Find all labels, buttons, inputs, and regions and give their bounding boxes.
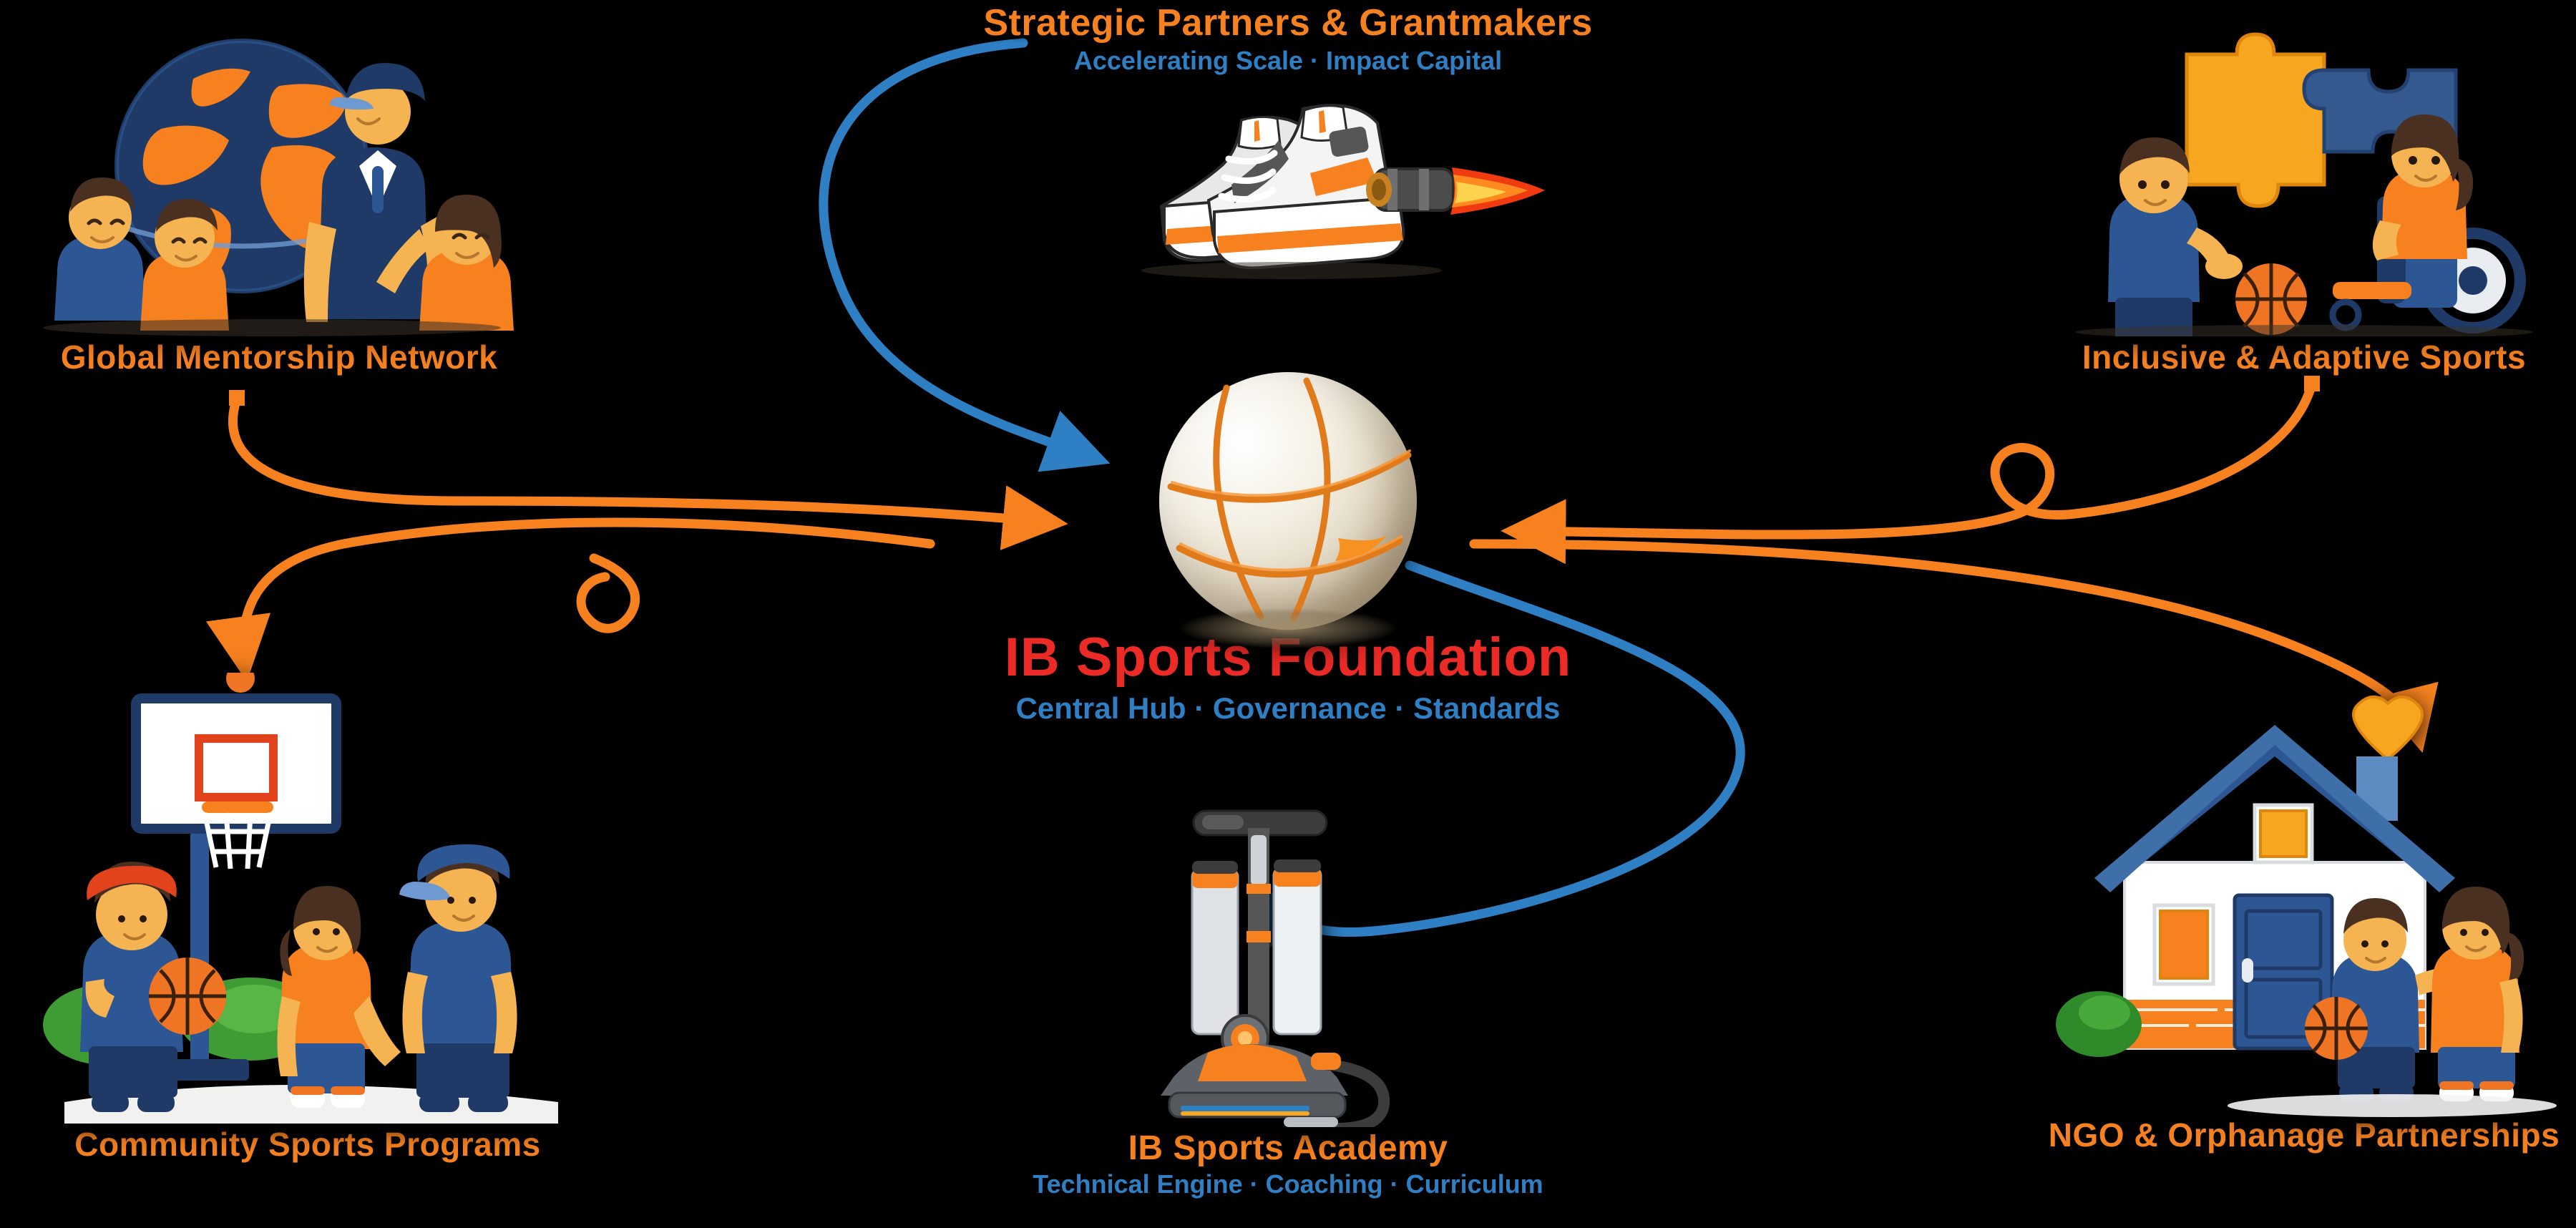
node-global-mentorship-network[interactable]: Global Mentorship Network (7, 14, 551, 376)
puzzle-wheelchair-children-icon (2046, 14, 2562, 336)
node-inclusive-adaptive-sports[interactable]: Inclusive & Adaptive Sports (2032, 14, 2576, 376)
connector-hub-to-community (205, 517, 935, 682)
rocket-sneakers-icon (1027, 79, 1549, 293)
node-label-community-sports-programs: Community Sports Programs (74, 1126, 541, 1163)
node-ngo-orphanage-partnerships[interactable]: NGO & Orphanage Partnerships (2032, 691, 2576, 1154)
node-label-ib-sports-academy: IB Sports Academy (1128, 1129, 1448, 1167)
node-sublabel-ib-sports-academy: Technical Engine · Coaching · Curriculum (1033, 1169, 1543, 1199)
ball-pump-icon (1131, 798, 1445, 1127)
node-ib-sports-academy[interactable]: IB Sports Academy Technical Engine · Coa… (859, 798, 1717, 1199)
node-label-strategic-partners-grantmakers: Strategic Partners & Grantmakers (983, 2, 1593, 44)
center-subtitle: Central Hub · Governance · Standards (1015, 691, 1561, 725)
node-label-inclusive-adaptive-sports: Inclusive & Adaptive Sports (2082, 338, 2527, 376)
house-heart-children-icon (2050, 691, 2558, 1120)
node-community-sports-programs[interactable]: Community Sports Programs (21, 673, 594, 1164)
node-sublabel-strategic-partners-grantmakers: Accelerating Scale · Impact Capital (1073, 46, 1503, 75)
node-ib-sports-foundation[interactable]: IB Sports Foundation Central Hub · Gover… (923, 372, 1653, 726)
node-strategic-partners-grantmakers[interactable]: Strategic Partners & Grantmakers Acceler… (852, 1, 1724, 293)
basketball-hoop-children-icon (36, 673, 580, 1131)
basketball-icon (1159, 372, 1417, 648)
node-label-ngo-orphanage-partnerships: NGO & Orphanage Partnerships (2048, 1116, 2560, 1154)
node-label-global-mentorship-network: Global Mentorship Network (60, 338, 498, 376)
globe-coach-children-icon (14, 14, 544, 336)
